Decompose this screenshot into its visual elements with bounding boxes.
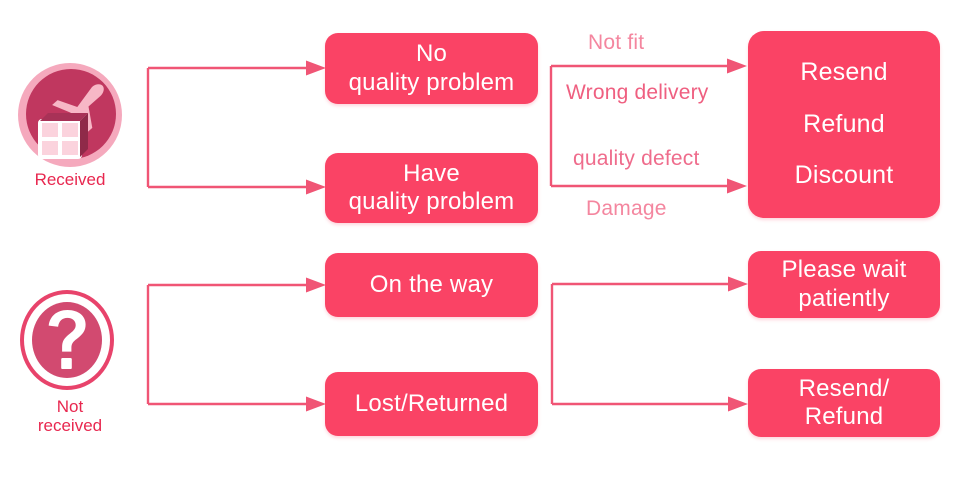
connector-quality-merge (545, 53, 755, 203)
node-line: Discount (794, 161, 894, 190)
airplane-parcel-icon (18, 63, 122, 167)
node-line: Lost/Returned (354, 389, 509, 417)
node-line: Refund (803, 109, 885, 138)
reason-wrong-delivery: Wrong delivery (566, 81, 709, 104)
node-line: patiently (798, 284, 890, 312)
node-line: No (415, 40, 448, 68)
node-line: Please wait (781, 256, 907, 284)
node-have-quality-problem[interactable]: Have quality problem (325, 153, 538, 223)
reason-not-fit: Not fit (588, 31, 645, 54)
connector-shipping-branch (546, 271, 756, 421)
status-received-label: Received (34, 170, 106, 189)
node-line: On the way (369, 270, 494, 298)
status-not-received[interactable]: Not received (18, 290, 122, 435)
status-received[interactable]: Received (18, 63, 122, 189)
node-resend-refund[interactable]: Resend/ Refund (748, 369, 940, 437)
connector-received-branch (140, 55, 330, 205)
node-line: Resend/ (798, 374, 890, 402)
node-lost-returned[interactable]: Lost/Returned (325, 372, 538, 436)
node-line: quality problem (348, 68, 515, 96)
node-line: quality problem (348, 188, 515, 215)
node-line: Resend (800, 58, 888, 87)
reason-damage: Damage (586, 197, 667, 220)
status-not-received-label: Not received (37, 397, 103, 436)
node-on-the-way[interactable]: On the way (325, 253, 538, 317)
connector-not-received-branch (140, 272, 330, 422)
node-resolution-options[interactable]: Resend Refund Discount (748, 31, 940, 218)
reason-quality-defect: quality defect (573, 147, 700, 170)
node-line: Refund (804, 403, 884, 430)
node-line: Have (403, 159, 460, 187)
node-no-quality-problem[interactable]: No quality problem (325, 33, 538, 104)
node-please-wait[interactable]: Please wait patiently (748, 251, 940, 318)
question-mark-icon (18, 290, 122, 394)
